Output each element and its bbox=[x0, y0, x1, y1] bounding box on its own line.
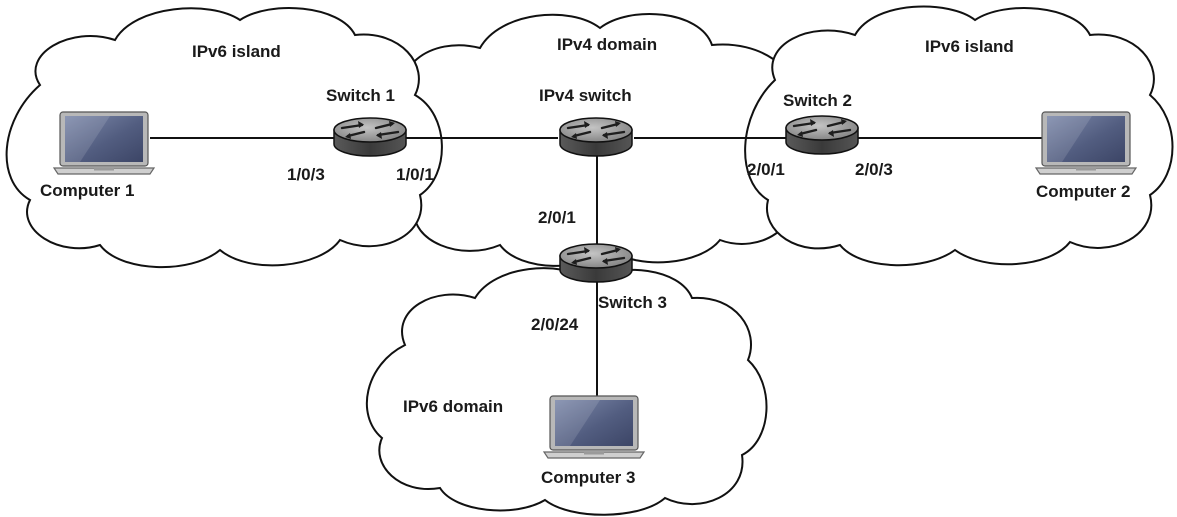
computer3-laptop-icon[interactable] bbox=[542, 395, 646, 459]
computer2-label: Computer 2 bbox=[1036, 182, 1130, 201]
cloud-label-ipv6-island-right: IPv6 island bbox=[925, 37, 1014, 56]
switch1-label: Switch 1 bbox=[326, 86, 395, 105]
links bbox=[150, 137, 1042, 396]
switch3-label: Switch 3 bbox=[598, 293, 667, 312]
switch2-router-icon[interactable] bbox=[785, 115, 859, 155]
computer1-label: Computer 1 bbox=[40, 181, 134, 200]
port-label-sw1-right: 1/0/1 bbox=[396, 165, 434, 184]
port-label-sw1-left: 1/0/3 bbox=[287, 165, 325, 184]
computer2-laptop-icon[interactable] bbox=[1034, 111, 1138, 175]
port-label-sw3-down: 2/0/24 bbox=[531, 315, 579, 334]
computer1-laptop-icon[interactable] bbox=[52, 111, 156, 175]
port-label-sw2-right: 2/0/3 bbox=[855, 160, 893, 179]
cloud-ipv6-island-right bbox=[744, 5, 1174, 267]
cloud-label-ipv6-island-left: IPv6 island bbox=[192, 42, 281, 61]
cloud-label-ipv6-domain: IPv6 domain bbox=[403, 397, 503, 416]
cloud-ipv6-domain bbox=[366, 267, 768, 516]
cloud-label-ipv4-domain: IPv4 domain bbox=[557, 35, 657, 54]
switch2-label: Switch 2 bbox=[783, 91, 852, 110]
port-label-sw3-up: 2/0/1 bbox=[538, 208, 576, 227]
switch1-router-icon[interactable] bbox=[333, 117, 407, 157]
computer3-label: Computer 3 bbox=[541, 468, 635, 487]
ipv4-switch-label: IPv4 switch bbox=[539, 86, 632, 105]
switch3-router-icon[interactable] bbox=[559, 243, 633, 283]
ipv4-switch-router-icon[interactable] bbox=[559, 117, 633, 157]
port-label-sw2-left: 2/0/1 bbox=[747, 160, 785, 179]
